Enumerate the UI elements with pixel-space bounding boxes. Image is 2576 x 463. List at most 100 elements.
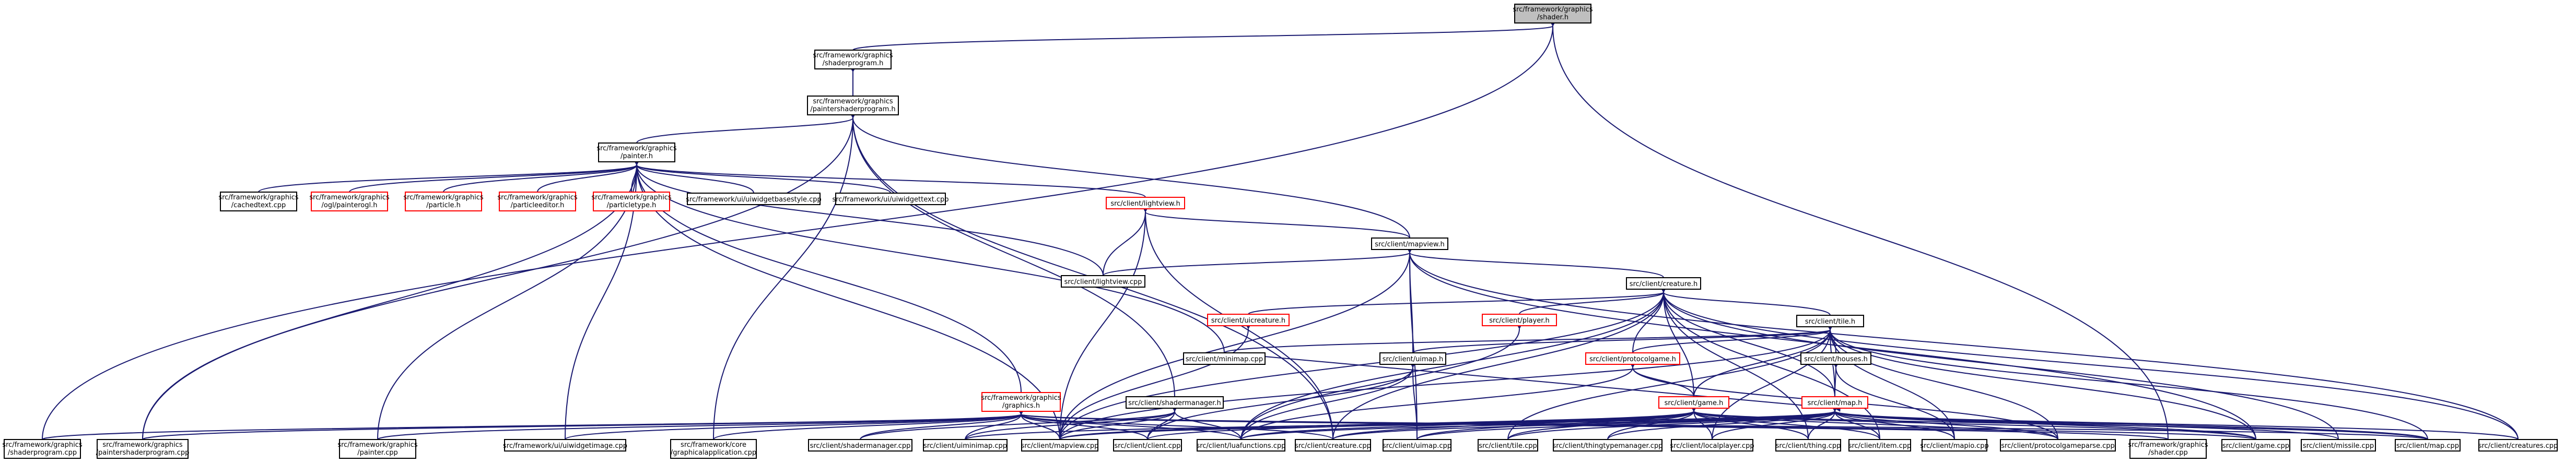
node-label-line: src/client/thingtypemanager.cpp <box>1553 442 1663 450</box>
node-creature-h[interactable]: src/client/creature.h <box>1626 277 1701 290</box>
node-client-cpp[interactable]: src/client/client.cpp <box>1113 439 1182 452</box>
node-particleeditor-h[interactable]: src/framework/graphics/particleeditor.h <box>497 192 578 211</box>
node-shader-cpp[interactable]: src/framework/graphics/shader.cpp <box>2128 439 2208 459</box>
node-label-line: /particleeditor.h <box>511 201 565 209</box>
node-paintershaderprogram-cpp[interactable]: src/framework/graphics/paintershaderprog… <box>96 439 190 459</box>
node-label-line: src/framework/graphics <box>591 194 672 201</box>
edge-mapio_cpp-to-houses_h <box>1832 362 1955 440</box>
node-uiwidgettext-cpp[interactable]: src/framework/ui/uiwidgettext.cpp <box>832 193 949 205</box>
node-label-line: src/framework/graphics <box>102 441 183 449</box>
node-thing-cpp[interactable]: src/client/thing.cpp <box>1775 439 1841 452</box>
edge-item_cpp-to-creature_h <box>1660 287 1880 440</box>
node-shadermanager-cpp[interactable]: src/client/shadermanager.cpp <box>808 439 912 452</box>
node-label-line: /shader.h <box>1537 14 1568 21</box>
node-label-line: src/framework/graphics <box>337 441 418 449</box>
edge-shadermanager_cpp-to-graphics_h <box>860 409 1025 440</box>
edge-graphicalapplication_cpp-to-graphics_h <box>713 409 1025 440</box>
node-graphics-h[interactable]: src/framework/graphics/graphics.h <box>981 392 1061 412</box>
node-lightview-h[interactable]: src/client/lightview.h <box>1106 197 1185 209</box>
node-uiminimap-cpp[interactable]: src/client/uiminimap.cpp <box>923 439 1008 452</box>
node-label-line: src/framework/graphics <box>2128 441 2208 449</box>
node-luafunctions-cpp[interactable]: src/client/luafunctions.cpp <box>1197 439 1286 452</box>
node-label-line: /shaderprogram.h <box>823 60 884 67</box>
edge-creatures_cpp-to-mapview_h <box>1406 247 2519 440</box>
node-game-cpp[interactable]: src/client/game.cpp <box>2221 439 2290 452</box>
edge-uiwidgetimage_cpp-to-painter_h <box>565 159 640 440</box>
edge-mapview_cpp-to-lightview_h <box>1059 206 1149 440</box>
node-item-cpp[interactable]: src/client/item.cpp <box>1848 439 1912 452</box>
node-uicreature-h[interactable]: src/client/uicreature.h <box>1207 314 1290 326</box>
node-creature-cpp[interactable]: src/client/creature.cpp <box>1295 439 1371 452</box>
node-uiwidgetimage-cpp[interactable]: src/framework/ui/uiwidgetimage.cpp <box>503 439 627 452</box>
node-label-line: /graphicalapplication.cpp <box>671 449 756 457</box>
node-protocolgame-h[interactable]: src/client/protocolgame.h <box>1585 352 1680 365</box>
node-creatures-cpp[interactable]: src/client/creatures.cpp <box>2478 439 2558 452</box>
node-label-line: src/framework/graphics <box>2 441 83 449</box>
edge-shadermanager_cpp-to-shadermanager_h <box>860 406 1178 440</box>
node-game-h[interactable]: src/client/game.h <box>1658 396 1729 409</box>
node-painter-h[interactable]: src/framework/graphics/painter.h <box>596 143 677 162</box>
edge-uiwidgetbasestyle_cpp-to-painter_h <box>633 159 754 194</box>
node-mapview-h[interactable]: src/client/mapview.h <box>1371 238 1448 250</box>
node-lightview-cpp[interactable]: src/client/lightview.cpp <box>1061 275 1145 288</box>
node-shaderprogram-cpp[interactable]: src/framework/graphics/shaderprogram.cpp <box>2 439 83 459</box>
node-paintershaderprogram-h[interactable]: src/framework/graphics/paintershaderprog… <box>807 96 899 115</box>
node-protocolgameparse-cpp[interactable]: src/client/protocolgameparse.cpp <box>2000 439 2116 452</box>
node-painterogl-h[interactable]: src/framework/graphics/ogl/painterogl.h <box>309 192 390 211</box>
node-label-line: src/client/uicreature.h <box>1211 317 1285 325</box>
node-uimap-h[interactable]: src/client/uimap.h <box>1379 352 1446 365</box>
node-graphicalapplication-cpp[interactable]: src/framework/core/graphicalapplication.… <box>670 439 757 459</box>
node-tile-h[interactable]: src/client/tile.h <box>1796 315 1864 327</box>
node-label-line: /shader.cpp <box>2148 449 2188 457</box>
node-player-h[interactable]: src/client/player.h <box>1482 314 1557 326</box>
edge-painter_cpp-to-painter_h <box>377 159 640 440</box>
node-label-line: src/framework/graphics <box>596 145 677 152</box>
node-mapview-cpp[interactable]: src/client/mapview.cpp <box>1021 439 1099 452</box>
edge-game_cpp-to-game_h <box>1690 405 2256 440</box>
edge-client_cpp-to-shadermanager_h <box>1147 406 1178 440</box>
node-thingtypemanager-cpp[interactable]: src/client/thingtypemanager.cpp <box>1553 439 1663 452</box>
edge-luafunctions_cpp-to-player_h <box>1240 323 1523 440</box>
node-particletype-h[interactable]: src/framework/graphics/particletype.h <box>591 192 672 211</box>
node-mapio-cpp[interactable]: src/client/mapio.cpp <box>1920 439 1989 452</box>
node-particle-h[interactable]: src/framework/graphics/particle.h <box>403 192 484 211</box>
node-label-line: src/client/player.h <box>1489 317 1550 325</box>
node-label-line: src/client/lightview.h <box>1110 200 1180 208</box>
edge-game_cpp-to-tile_h <box>1826 324 2256 440</box>
node-label-line: src/framework/ui/uiwidgetimage.cpp <box>503 442 627 450</box>
edge-localplayer_cpp-to-map_h <box>1712 406 1839 440</box>
edge-uimap_h-to-tile_h <box>1412 324 1834 353</box>
edge-creature_h-to-mapview_h <box>1406 247 1664 278</box>
node-map-h[interactable]: src/client/map.h <box>1801 396 1868 409</box>
edge-luafunctions_cpp-to-uimap_h <box>1240 362 1416 440</box>
edge-localplayer_cpp-to-game_h <box>1690 406 1713 440</box>
node-cachedtext-cpp[interactable]: src/framework/graphics/cachedtext.cpp <box>218 192 299 211</box>
node-label-line: /shaderprogram.cpp <box>8 449 77 457</box>
edge-painter_h-to-paintershaderprogram_h <box>636 112 857 144</box>
node-shaderprogram-h[interactable]: src/framework/graphics/shaderprogram.h <box>813 50 893 69</box>
edge-minimap_cpp-to-map_h <box>1224 352 1841 412</box>
node-houses-h[interactable]: src/client/houses.h <box>1800 352 1871 365</box>
node-uimap-cpp[interactable]: src/client/uimap.cpp <box>1383 439 1451 452</box>
edge-layer <box>42 20 2519 440</box>
node-uiwidgetbasestyle-cpp[interactable]: src/framework/ui/uiwidgetbasestyle.cpp <box>686 193 822 205</box>
node-shadermanager-h[interactable]: src/client/shadermanager.h <box>1126 396 1224 409</box>
node-missile-cpp[interactable]: src/client/missile.cpp <box>2301 439 2376 452</box>
node-label-line: src/framework/graphics <box>403 194 484 201</box>
edge-creature_cpp-to-graphics_h <box>1017 409 1333 440</box>
edge-uimap_cpp-to-uimap_h <box>1409 362 1418 440</box>
node-label-line: src/framework/graphics <box>981 394 1061 402</box>
edge-tile_cpp-to-map_h <box>1507 406 1839 440</box>
node-localplayer-cpp[interactable]: src/client/localplayer.cpp <box>1670 439 1754 452</box>
node-label-line: /painter.h <box>620 152 653 160</box>
edge-cachedtext_cpp-to-painter_h <box>258 159 640 193</box>
edge-mapview_cpp-to-shadermanager_h <box>1059 406 1178 440</box>
node-map-cpp[interactable]: src/client/map.cpp <box>2395 439 2461 452</box>
node-minimap-cpp[interactable]: src/client/minimap.cpp <box>1183 352 1266 365</box>
edge-paintershaderprogram_cpp-to-painter_h <box>142 159 640 440</box>
edge-map_cpp-to-tile_h <box>1826 324 2428 440</box>
node-tile-cpp[interactable]: src/client/tile.cpp <box>1478 439 1538 452</box>
node-painter-cpp[interactable]: src/framework/graphics/painter.cpp <box>337 439 418 459</box>
edge-creatures_cpp-to-creature_h <box>1660 287 2519 440</box>
node-label-line: src/framework/graphics <box>813 52 893 60</box>
